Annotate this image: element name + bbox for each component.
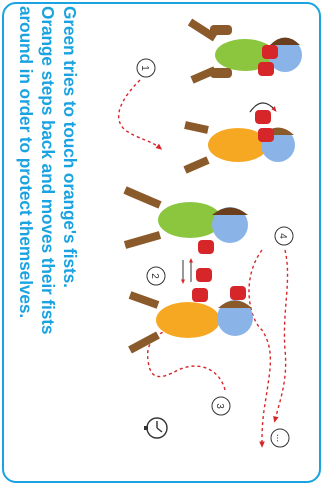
more-marker: ... (271, 429, 289, 447)
svg-text:...: ... (274, 434, 285, 442)
svg-text:2: 2 (149, 273, 160, 279)
stopwatch-icon (144, 418, 167, 438)
step-marker-1: 1 (137, 59, 155, 77)
svg-text:3: 3 (214, 403, 225, 409)
movement-path-1 (119, 80, 160, 148)
movement-path-3 (148, 330, 225, 390)
movement-path-4b (275, 250, 288, 420)
svg-text:1: 1 (139, 65, 150, 71)
svg-text:4: 4 (277, 233, 288, 239)
orange-player-top (185, 103, 295, 170)
step-marker-4: 4 (275, 227, 293, 245)
movement-path-4 (249, 250, 270, 445)
green-player-top (190, 22, 302, 80)
step-marker-2: 2 (147, 267, 165, 285)
step-marker-3: 3 (212, 397, 230, 415)
green-player-middle (125, 190, 248, 254)
